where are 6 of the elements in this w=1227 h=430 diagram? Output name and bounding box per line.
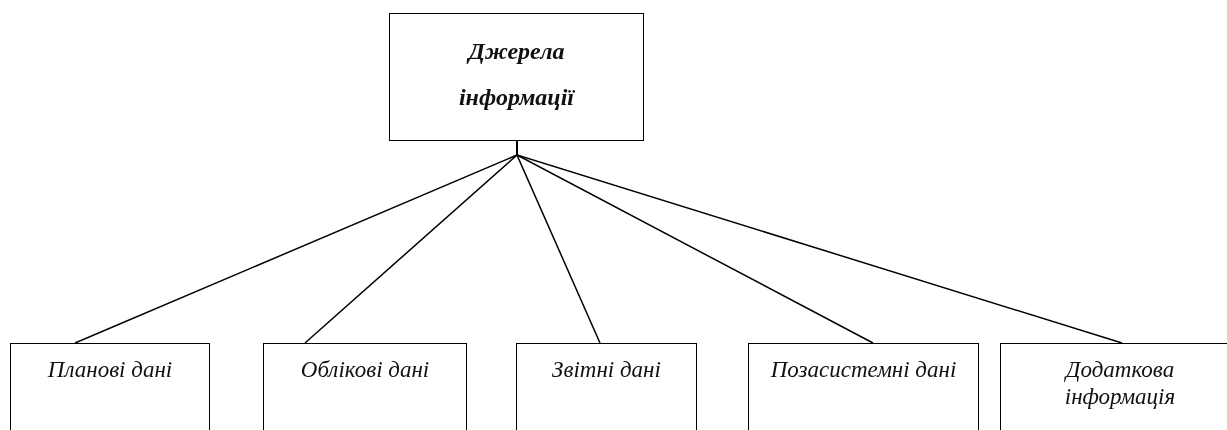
- category-box: Планові дані: [10, 343, 210, 430]
- category-box: Звітні дані: [516, 343, 697, 430]
- category-box: Облікові дані: [263, 343, 467, 430]
- category-box: Позасистемні дані: [748, 343, 979, 430]
- root-box: Джерела інформації: [389, 13, 644, 141]
- category-box: Додаткова інформація: [1000, 343, 1227, 430]
